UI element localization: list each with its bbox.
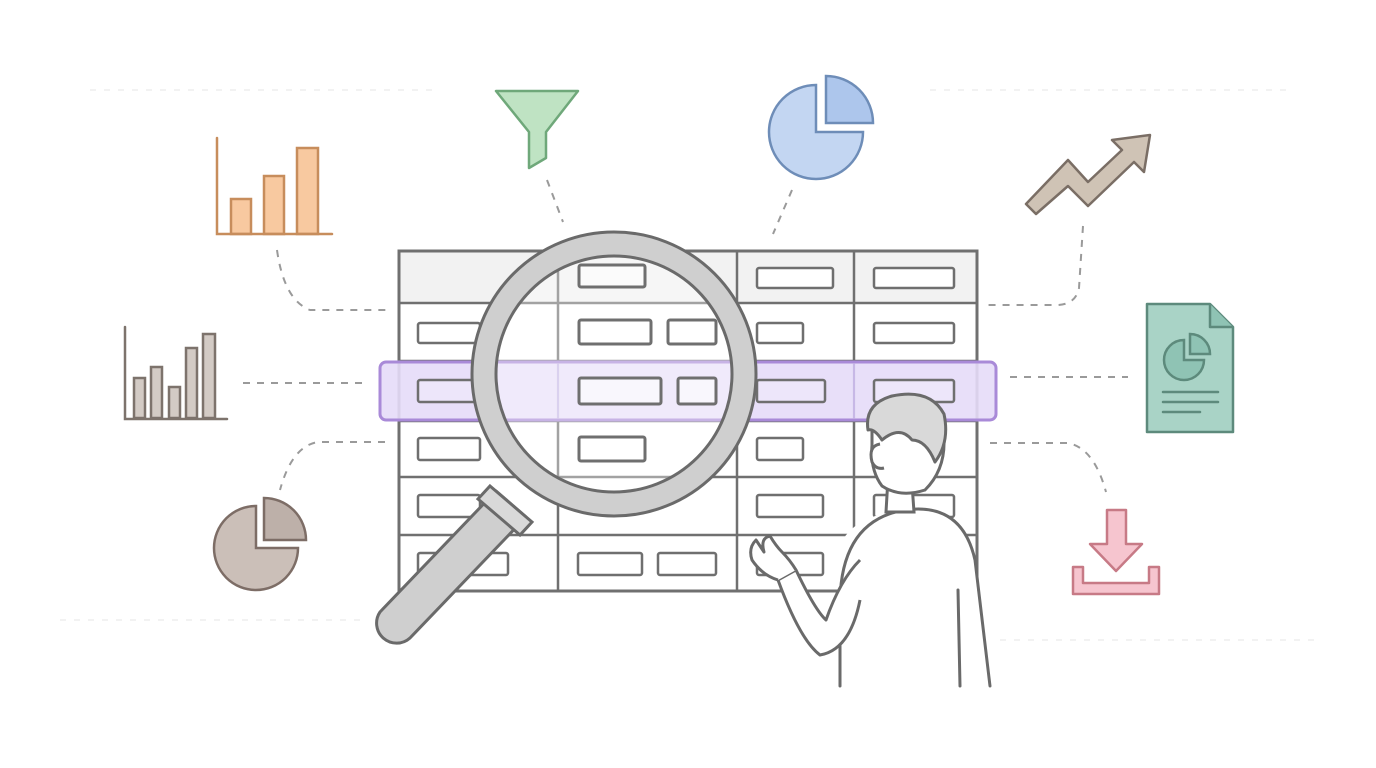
connector-lines [243,179,1128,493]
magnifying-glass-icon [375,230,758,645]
cell-r1-c4 [872,266,956,290]
cell-r2-c3 [755,321,805,345]
orange-bar-chart-icon [215,136,334,236]
document-text-lines [1161,390,1220,414]
person-ear [869,442,885,470]
document-pie [1162,332,1212,382]
gray-bar-chart-icon [123,325,229,421]
cell-r5-c1 [416,493,482,519]
cell-r5-c3 [755,493,825,519]
magnified-cells [577,263,718,463]
connector-orange-chart [276,249,392,311]
cell-r2-c4 [872,321,956,345]
cell-r4-c3 [755,436,805,462]
lens-glass [494,254,734,494]
cell-r4-c1 [416,436,482,462]
connector-blue-pie [772,189,793,235]
person-hand [749,534,798,582]
background-guides [60,89,1320,641]
person-body [838,508,988,686]
pink-download-icon [1071,508,1161,596]
green-report-document-icon [1145,302,1235,434]
cell-r2-c1 [416,321,482,345]
blue-pie-chart-icon [767,74,875,181]
upward-trend-arrow-icon [1024,133,1152,216]
cell-r6-c2b [656,551,718,577]
magnifier-handle [375,489,528,645]
cell-r1-c3 [755,266,835,290]
cell-r6-c2a [576,551,644,577]
connector-brown-pie [279,441,385,491]
table-cell-placeholders [416,266,956,577]
connector-trend-arrow [985,225,1084,306]
lens-frame [472,232,756,516]
connector-funnel [546,179,564,223]
cell-r3-c1 [416,378,482,404]
person-arm [776,558,862,657]
person-hair [866,392,948,464]
magnifier-collar [475,483,535,538]
brown-pie-chart-icon [212,496,308,592]
connector-download [990,442,1107,493]
green-funnel-icon [494,89,580,170]
person-inner-arm [956,588,962,688]
person-figure [749,392,992,688]
cell-r3-c3 [755,378,827,404]
